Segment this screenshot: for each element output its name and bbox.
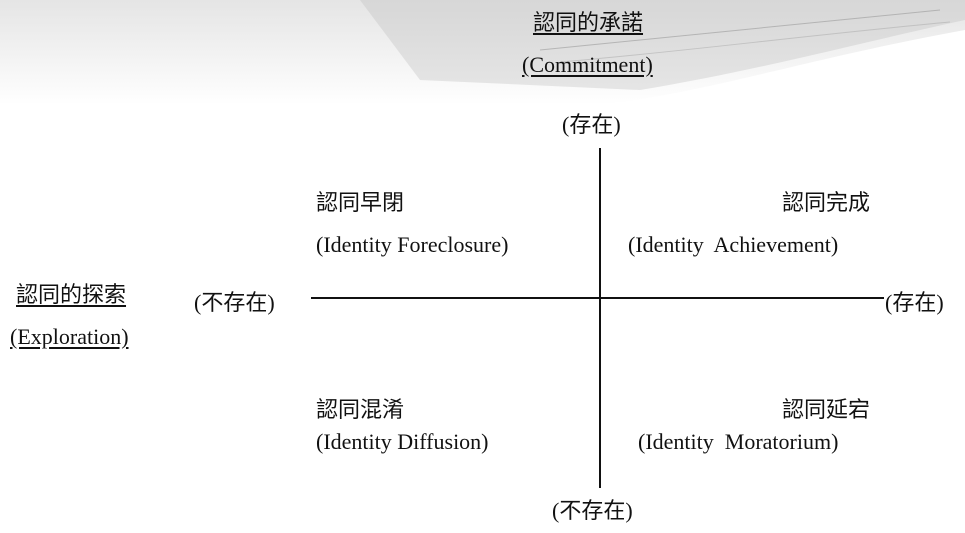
- exploration-title-en: (Exploration): [10, 324, 129, 349]
- vertical-axis: [599, 148, 601, 488]
- vertical-axis-bottom-label: (不存在): [552, 498, 633, 523]
- exploration-title-zh: 認同的探索: [16, 282, 127, 307]
- horizontal-axis: [311, 297, 884, 299]
- commitment-title-zh: 認同的承諾: [533, 10, 644, 35]
- quadrant-moratorium-zh: 認同延宕: [782, 397, 871, 422]
- quadrant-moratorium-en: (Identity Moratorium): [638, 429, 839, 454]
- horizontal-axis-left-label: (不存在): [194, 290, 275, 315]
- quadrant-diffusion-zh: 認同混淆: [316, 397, 405, 422]
- quadrant-achievement-zh: 認同完成: [782, 190, 871, 215]
- background-paper-image: [0, 0, 965, 105]
- vertical-axis-top-label: (存在): [562, 112, 621, 137]
- quadrant-achievement-en: (Identity Achievement): [628, 232, 839, 257]
- horizontal-axis-right-label: (存在): [885, 290, 944, 315]
- quadrant-foreclosure-zh: 認同早閉: [316, 190, 405, 215]
- quadrant-foreclosure-en: (Identity Foreclosure): [316, 232, 509, 257]
- quadrant-diffusion-en: (Identity Diffusion): [316, 429, 489, 454]
- commitment-title-en: (Commitment): [522, 52, 653, 77]
